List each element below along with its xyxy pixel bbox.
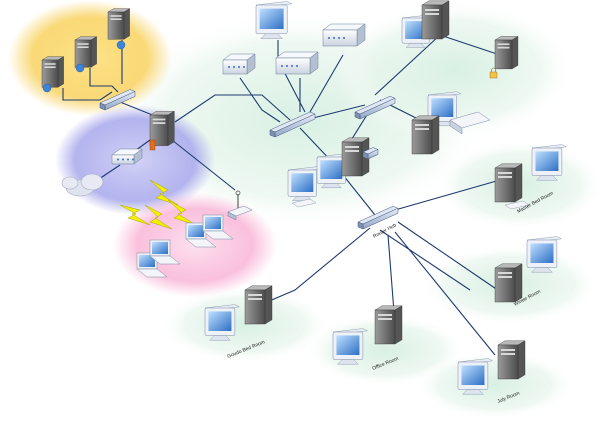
cable-hub-winter (397, 221, 506, 296)
cable-top-server-right (439, 34, 501, 56)
wireless-access-point-icon (227, 190, 253, 221)
laptop-icon (149, 239, 181, 265)
server-tower-icon (41, 56, 65, 88)
cable-hub-extra (379, 229, 471, 291)
monitor-icon (526, 236, 563, 273)
scanner-icon (449, 111, 491, 135)
monitor-icon (332, 328, 369, 365)
zone-room-top-right (335, 0, 575, 140)
firewall-icon (149, 139, 156, 151)
keyboard-icon (504, 200, 530, 210)
keyboard-icon (291, 198, 317, 208)
server-tower-icon (74, 36, 98, 68)
lock-icon (489, 67, 498, 79)
monitor-icon (427, 91, 462, 127)
monitor-icon (287, 166, 322, 202)
monitor-icon (457, 358, 494, 395)
laptop-icon (202, 214, 234, 240)
server-tower-icon (497, 340, 526, 380)
server-tower-icon (494, 263, 523, 303)
monitor-icon (204, 304, 241, 341)
devices-layer (41, 0, 568, 395)
network-switch-icon (99, 89, 136, 111)
server-tower-icon (421, 0, 450, 40)
wireless-signals (119, 179, 197, 230)
zone-room-july (415, 351, 575, 419)
globe-icon (42, 40, 126, 93)
network-box-icon (275, 51, 319, 75)
laptop-icon (185, 222, 217, 248)
zone-room-goudo (160, 287, 330, 363)
hub-label: Router Hub (372, 222, 398, 239)
cable-hub-master (394, 179, 501, 211)
cable-core-box2 (309, 54, 344, 113)
network-box-icon (322, 23, 366, 47)
server-tower-icon (494, 36, 519, 70)
cable-right-top (374, 34, 441, 96)
lightning-icon (119, 204, 151, 226)
server-tower-icon (107, 8, 131, 40)
server-tower-icon (374, 305, 403, 345)
lightning-icon (149, 179, 179, 206)
router-hub-icon (357, 205, 399, 230)
server-tower-icon (411, 115, 440, 155)
lightning-icon (144, 204, 173, 230)
monitor-icon (316, 153, 351, 189)
network-switch-icon (269, 111, 316, 138)
printer-icon (222, 53, 256, 75)
cable-core-printer (239, 77, 281, 123)
cable-central-ap (171, 139, 236, 191)
server-tower-icon (149, 110, 176, 146)
cable-hub-july (394, 231, 496, 356)
server-tower-icon (244, 285, 273, 325)
server-tower-icon (494, 163, 523, 203)
monitor-icon (255, 1, 293, 39)
router-icon (111, 148, 143, 165)
network-jack-icon (362, 147, 379, 160)
monitor-icon (531, 144, 568, 181)
network-switch-icon (354, 95, 396, 120)
cable-server-a (62, 88, 113, 101)
cable-server-b (89, 68, 119, 93)
cloud-icon (61, 173, 104, 197)
cable-central-core (174, 94, 291, 123)
